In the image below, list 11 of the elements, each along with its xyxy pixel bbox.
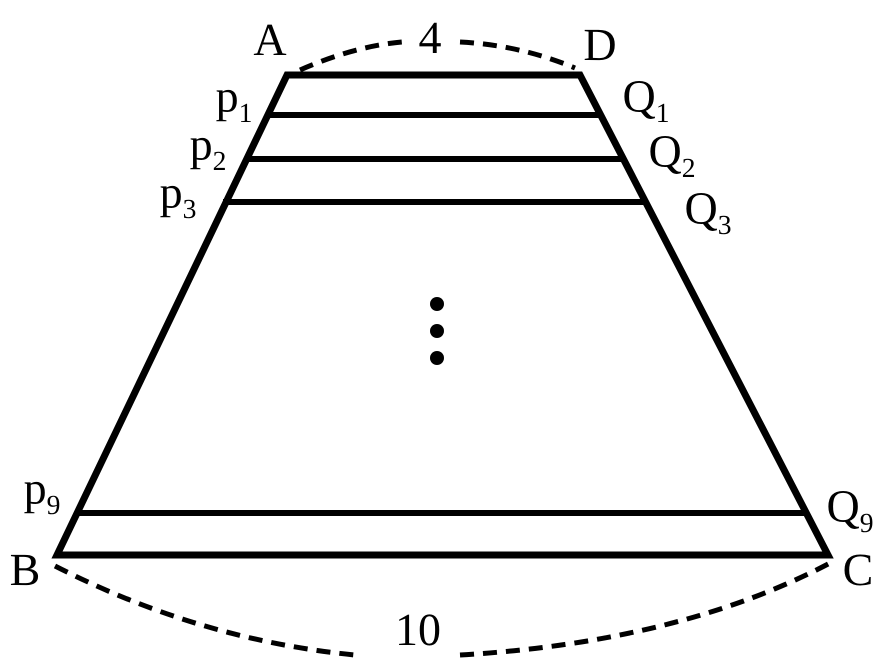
point-label: Q$_{9}$ bbox=[826, 484, 874, 536]
point-label: Q$_{2}$ bbox=[648, 128, 696, 182]
point-label: Q$_{1}$ bbox=[622, 74, 670, 126]
point-label: p$_{9}$ bbox=[24, 466, 60, 518]
point-label: C bbox=[842, 547, 874, 593]
dimension-label: 10 bbox=[395, 607, 441, 653]
point-label: D bbox=[583, 22, 617, 68]
dimension-label: 4 bbox=[418, 15, 442, 61]
point-label: B bbox=[10, 547, 40, 593]
point-label: A bbox=[253, 17, 287, 63]
point-label: Q$_{3}$ bbox=[684, 186, 732, 238]
